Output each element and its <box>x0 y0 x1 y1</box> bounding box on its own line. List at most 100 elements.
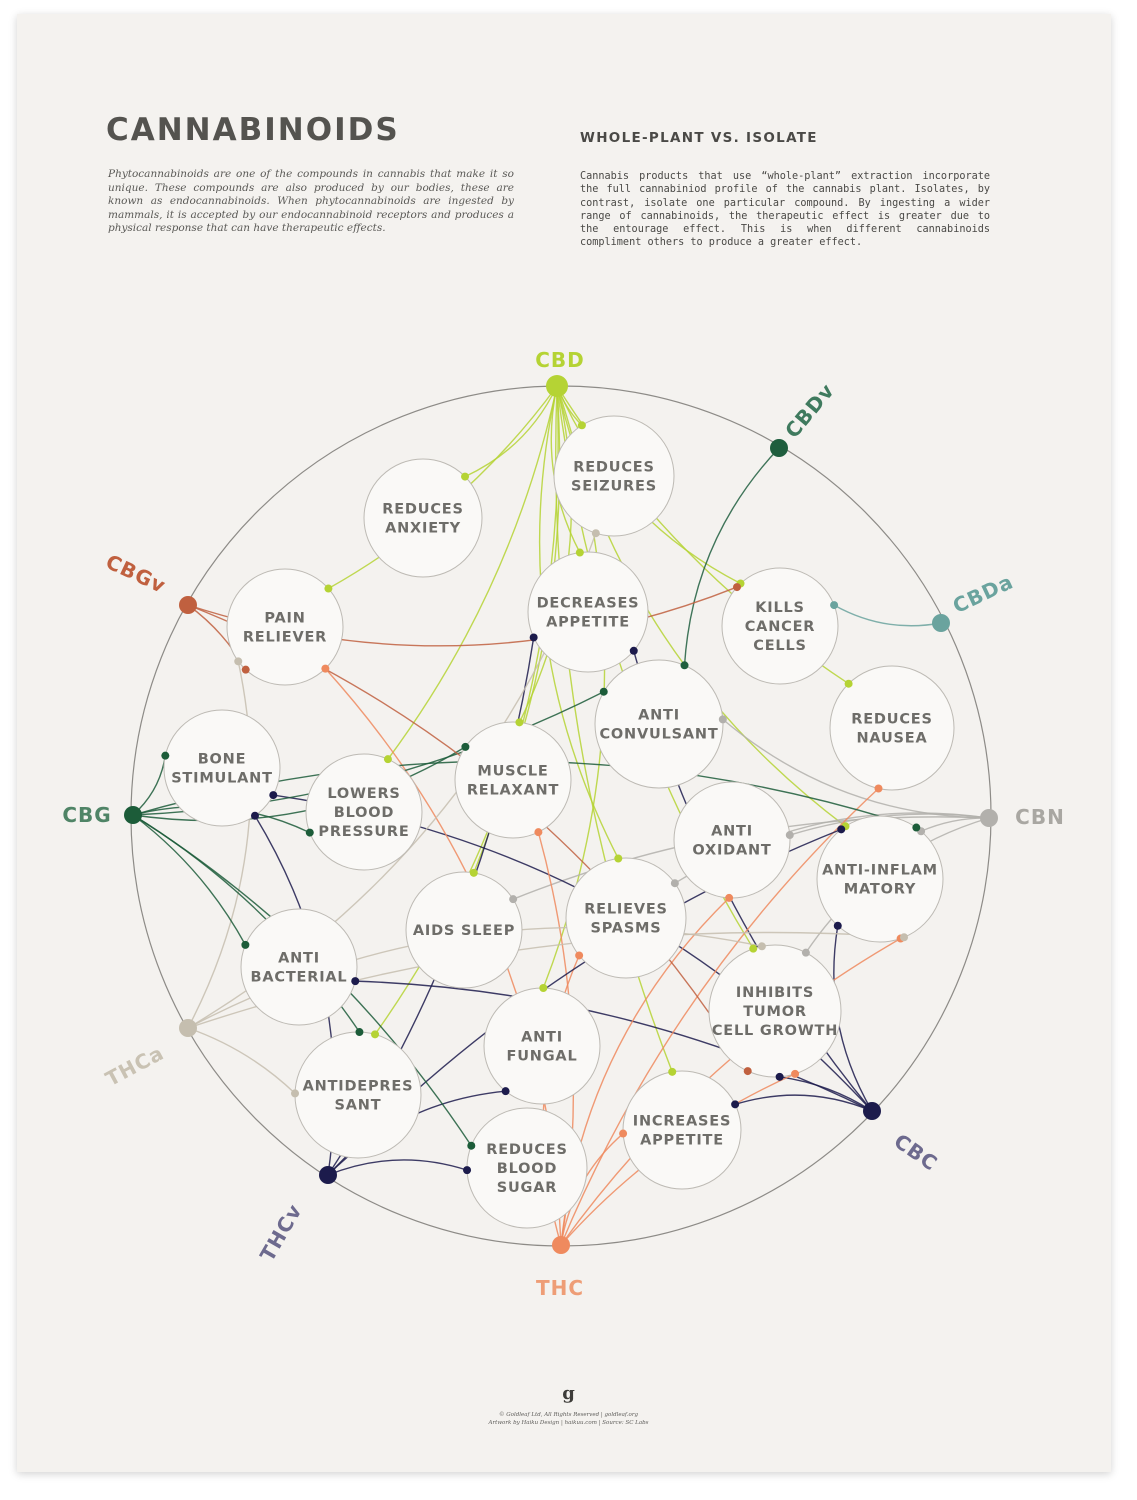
link-end-thc-anti-oxidant <box>725 893 734 902</box>
effect-circle-reduces-nausea <box>829 665 955 791</box>
effect-label-pain-reliever-0: PAIN <box>264 611 305 627</box>
node-cbc <box>863 1102 881 1120</box>
link-end-thcv-anti-fungal <box>501 1087 510 1096</box>
link-end-thca-antidepressant <box>291 1089 300 1098</box>
effect-label-reduces-seizures-1: SEIZURES <box>571 479 657 495</box>
effect-label-antidepressant-1: SANT <box>335 1098 382 1114</box>
effect-label-decreases-appetite-0: DECREASES <box>537 596 640 612</box>
effect-circle-anti-inflammatory <box>816 815 944 943</box>
node-thcv <box>319 1166 337 1184</box>
effect-circle-pain-reliever <box>226 568 344 686</box>
effect-circle-reduces-anxiety <box>363 458 483 578</box>
credit-line-1: © Goldleaf Ltd, All Rights Reserved | go… <box>499 1412 638 1418</box>
link-end-cbc-bone-stimulant <box>269 791 278 800</box>
node-label-cbdv: CBDv <box>780 378 839 442</box>
effect-label-anti-convulsant-0: ANTI <box>638 708 680 724</box>
section-subtitle: WHOLE-PLANT VS. ISOLATE <box>580 130 818 146</box>
effect-label-anti-bacterial-0: ANTI <box>278 951 320 967</box>
effect-label-anti-oxidant-1: OXIDANT <box>692 843 771 859</box>
link-end-cbd-muscle-relaxant <box>515 718 524 727</box>
effect-circle-relieves-spasms <box>565 857 687 979</box>
link-end-cbd-decreases-appetite <box>575 548 584 557</box>
link-end-thcv-decreases-appetite <box>529 633 538 642</box>
link-end-cbg-antidepressant <box>355 1028 364 1037</box>
effect-label-relieves-spasms-0: RELIEVES <box>584 902 668 918</box>
link-cbg-bone-stimulant <box>132 755 167 816</box>
effect-label-muscle-relaxant-1: RELAXANT <box>467 783 559 799</box>
effect-decreases-appetite: DECREASES APPETITE <box>527 551 649 673</box>
node-cbg <box>124 806 142 824</box>
link-cbd-reduces-anxiety <box>464 385 558 478</box>
link-thca-antidepressant <box>187 1027 296 1094</box>
effect-circle-anti-oxidant <box>673 781 791 899</box>
node-thca <box>179 1019 197 1037</box>
effect-label-anti-fungal-0: ANTI <box>521 1030 563 1046</box>
link-end-cbd-lowers-blood-pressure <box>383 755 392 764</box>
effect-label-lowers-blood-pressure-1: BLOOD <box>334 805 394 821</box>
link-end-cbg-anti-inflammatory <box>912 823 921 832</box>
link-end-cbgv-inhibits-tumor-cell-growth <box>743 1067 752 1076</box>
link-end-thca-pain-reliever <box>234 657 243 666</box>
effect-label-decreases-appetite-1: APPETITE <box>546 615 630 631</box>
link-end-cbd-pain-reliever <box>324 584 333 593</box>
link-end-cbn-aids-sleep <box>509 895 518 904</box>
link-end-cbg-muscle-relaxant <box>461 742 470 751</box>
link-end-thc-relieves-spasms <box>575 951 584 960</box>
node-thc <box>552 1236 570 1254</box>
intro-paragraph: Phytocannabinoids are one of the compoun… <box>108 168 514 234</box>
link-end-cbg-lowers-blood-pressure <box>305 828 314 837</box>
node-cbda <box>932 614 950 632</box>
node-label-thcv: THCv <box>255 1200 307 1266</box>
effect-label-aids-sleep-0: AIDS SLEEP <box>413 923 515 939</box>
credit-line-2: Artwork by Haiku Design | haikuu.com | S… <box>488 1420 649 1426</box>
effect-label-anti-fungal-1: FUNGAL <box>507 1049 578 1065</box>
effect-circle-bone-stimulant <box>163 709 281 827</box>
link-end-cbc-anti-inflammatory <box>833 921 842 930</box>
link-end-cbd-anti-fungal <box>539 984 548 993</box>
link-end-cbn-inhibits-tumor-cell-growth <box>801 948 810 957</box>
effect-circle-increases-appetite <box>622 1070 742 1190</box>
effect-circle-reduces-seizures <box>553 415 675 537</box>
poster-title: CANNABINOIDS <box>106 112 400 148</box>
link-end-thc-reduces-nausea <box>874 784 883 793</box>
effect-label-inhibits-tumor-cell-growth-2: CELL GROWTH <box>712 1023 838 1039</box>
link-end-cbc-increases-appetite <box>731 1100 740 1109</box>
effect-label-kills-cancer-cells-2: CELLS <box>753 638 806 654</box>
link-cbda-kills-cancer-cells <box>833 604 942 627</box>
effect-circle-anti-convulsant <box>594 659 724 789</box>
link-end-thc-inhibits-tumor-cell-growth <box>791 1069 800 1078</box>
link-end-cbgv-kills-cancer-cells <box>732 583 741 592</box>
effect-circle-aids-sleep <box>405 871 523 989</box>
link-end-cbd-inhibits-tumor-cell-growth <box>749 944 758 953</box>
link-cbn-anti-convulsant <box>722 718 990 819</box>
effect-label-reduces-nausea-1: NAUSEA <box>856 731 927 747</box>
effect-aids-sleep: AIDS SLEEP <box>405 871 523 989</box>
link-end-cbg-bone-stimulant <box>161 751 170 760</box>
effect-label-reduces-anxiety-1: ANXIETY <box>385 521 461 537</box>
link-end-thcv-reduces-blood-sugar <box>463 1166 472 1175</box>
effect-label-reduces-blood-sugar-2: SUGAR <box>497 1180 558 1196</box>
link-end-cbg-anti-bacterial <box>241 940 250 949</box>
connection-lines <box>132 385 990 1246</box>
link-end-cbg-anti-convulsant <box>599 687 608 696</box>
link-end-cbg-reduces-blood-sugar <box>467 1141 476 1150</box>
link-cbd-lowers-blood-pressure <box>387 385 558 760</box>
link-end-cbdv-anti-convulsant <box>680 661 689 670</box>
link-end-cbc-inhibits-tumor-cell-growth <box>775 1072 784 1081</box>
effect-label-lowers-blood-pressure-0: LOWERS <box>327 786 400 802</box>
link-cbc-inhibits-tumor-cell-growth <box>779 1076 873 1112</box>
effect-circle-lowers-blood-pressure <box>305 753 423 871</box>
link-end-cbd-relieves-spasms <box>614 854 623 863</box>
link-end-cbn-anti-convulsant <box>718 715 727 724</box>
effect-label-anti-oxidant-0: ANTI <box>711 824 753 840</box>
link-end-cbn-relieves-spasms <box>670 879 679 888</box>
effect-label-reduces-blood-sugar-1: BLOOD <box>497 1161 557 1177</box>
whole-plant-paragraph: Cannabis products that use “whole-plant”… <box>580 171 990 249</box>
node-label-cbg: CBG <box>62 803 111 827</box>
